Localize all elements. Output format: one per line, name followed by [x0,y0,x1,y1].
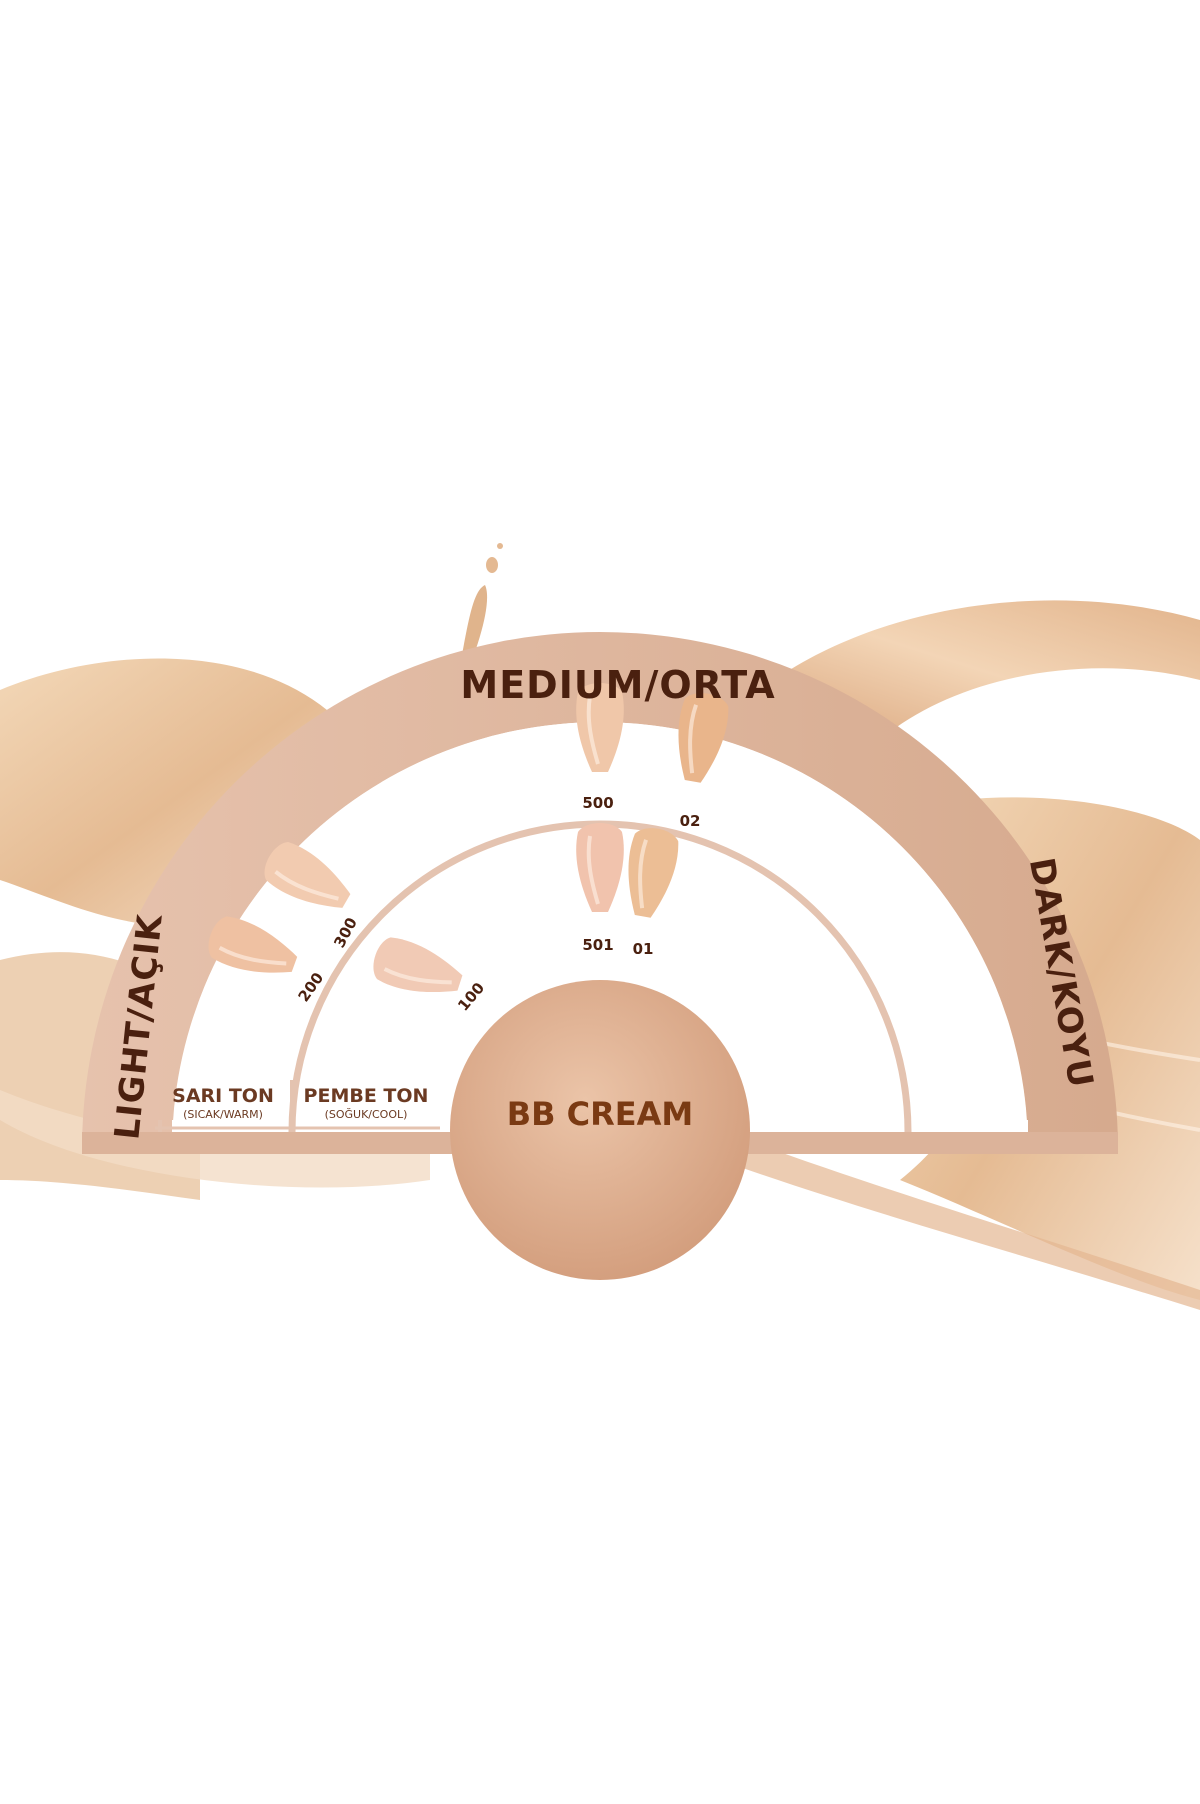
arch-inner-face [172,722,1028,1150]
shade-swatch-highlight-501 [586,835,600,905]
shade-swatch-200 [208,916,298,973]
shade-swatch-fill-200 [208,916,298,973]
shade-swatches [208,683,729,993]
bb-cream-label: BB CREAM [507,1095,694,1133]
shade-label-01: 01 [633,940,654,958]
shade-swatch-300 [264,841,351,908]
shade-swatch-02 [678,693,729,783]
warm-tone-sub: (SICAK/WARM) [183,1108,263,1121]
shade-label-501: 501 [582,936,613,954]
shade-swatch-fill-300 [264,841,351,908]
medium-label: MEDIUM/ORTA [460,663,775,707]
shade-swatch-highlight-01 [638,839,648,909]
shade-swatch-highlight-300 [274,870,339,901]
warm-tone-title: SARI TON [172,1085,274,1107]
shade-swatch-501 [576,823,624,912]
shade-swatch-highlight-02 [688,704,698,774]
shade-label-02: 02 [680,812,701,830]
cool-tone-title: PEMBE TON [304,1085,429,1107]
shade-swatch-highlight-200 [218,946,287,966]
cream-drop-icon [462,543,503,665]
shade-swatch-01 [628,828,679,918]
shade-swatch-highlight-100 [383,967,452,985]
shade-swatch-100 [373,937,463,993]
cool-tone-sub: (SOĞUK/COOL) [325,1108,408,1121]
shade-swatch-500 [576,683,624,772]
shade-swatch-fill-100 [373,937,463,993]
outer-arch [82,632,1118,1150]
shade-swatch-highlight-500 [586,695,600,765]
shade-label-500: 500 [582,794,613,812]
bb-cream-circle [450,980,750,1280]
